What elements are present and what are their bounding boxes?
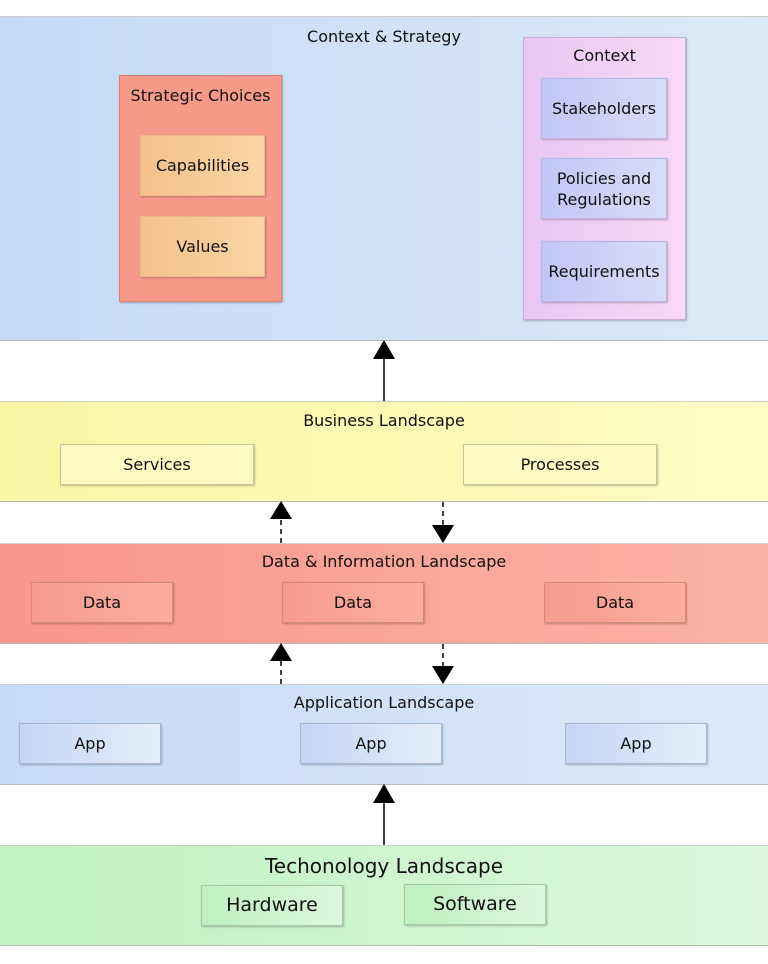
application-landscape-layer: Application Landscape App App App [0,684,768,785]
data-information-layer: Data & Information Landscape Data Data D… [0,543,768,644]
data-box: Data [282,582,424,623]
application-landscape-title: Application Landscape [293,693,475,712]
requirements-box: Requirements [541,241,667,302]
values-box: Values [140,216,265,277]
business-landscape-title: Business Landscape [303,411,465,430]
policies-regulations-box: Policies and Regulations [541,158,667,219]
technology-landscape-title: Techonology Landscape [264,854,504,878]
context-panel: Context Stakeholders Policies and Regula… [523,37,686,320]
business-landscape-layer: Business Landscape Services Processes [0,401,768,502]
context-title: Context [573,46,636,65]
app-box: App [19,723,161,764]
technology-landscape-layer: Techonology Landscape Hardware Software [0,845,768,946]
data-to-business-arrowhead [270,501,292,519]
app-box: App [565,723,707,764]
data-to-app-arrowhead [432,666,454,684]
software-box: Software [404,884,546,925]
hardware-box: Hardware [201,885,343,926]
technology-to-app-arrowhead [373,784,395,803]
processes-box: Processes [463,444,657,485]
business-to-context-arrowhead [373,340,395,359]
services-box: Services [60,444,254,485]
strategic-choices-title: Strategic Choices [130,86,271,105]
data-box: Data [544,582,686,623]
capabilities-box: Capabilities [140,135,265,196]
business-to-data-arrowhead [432,525,454,543]
data-information-title: Data & Information Landscape [261,552,507,571]
app-to-data-arrowhead [270,643,292,661]
strategic-choices-panel: Strategic Choices Capabilities Values [119,75,282,302]
context-strategy-title: Context & Strategy [307,27,461,46]
stakeholders-box: Stakeholders [541,78,667,139]
data-box: Data [31,582,173,623]
app-box: App [300,723,442,764]
